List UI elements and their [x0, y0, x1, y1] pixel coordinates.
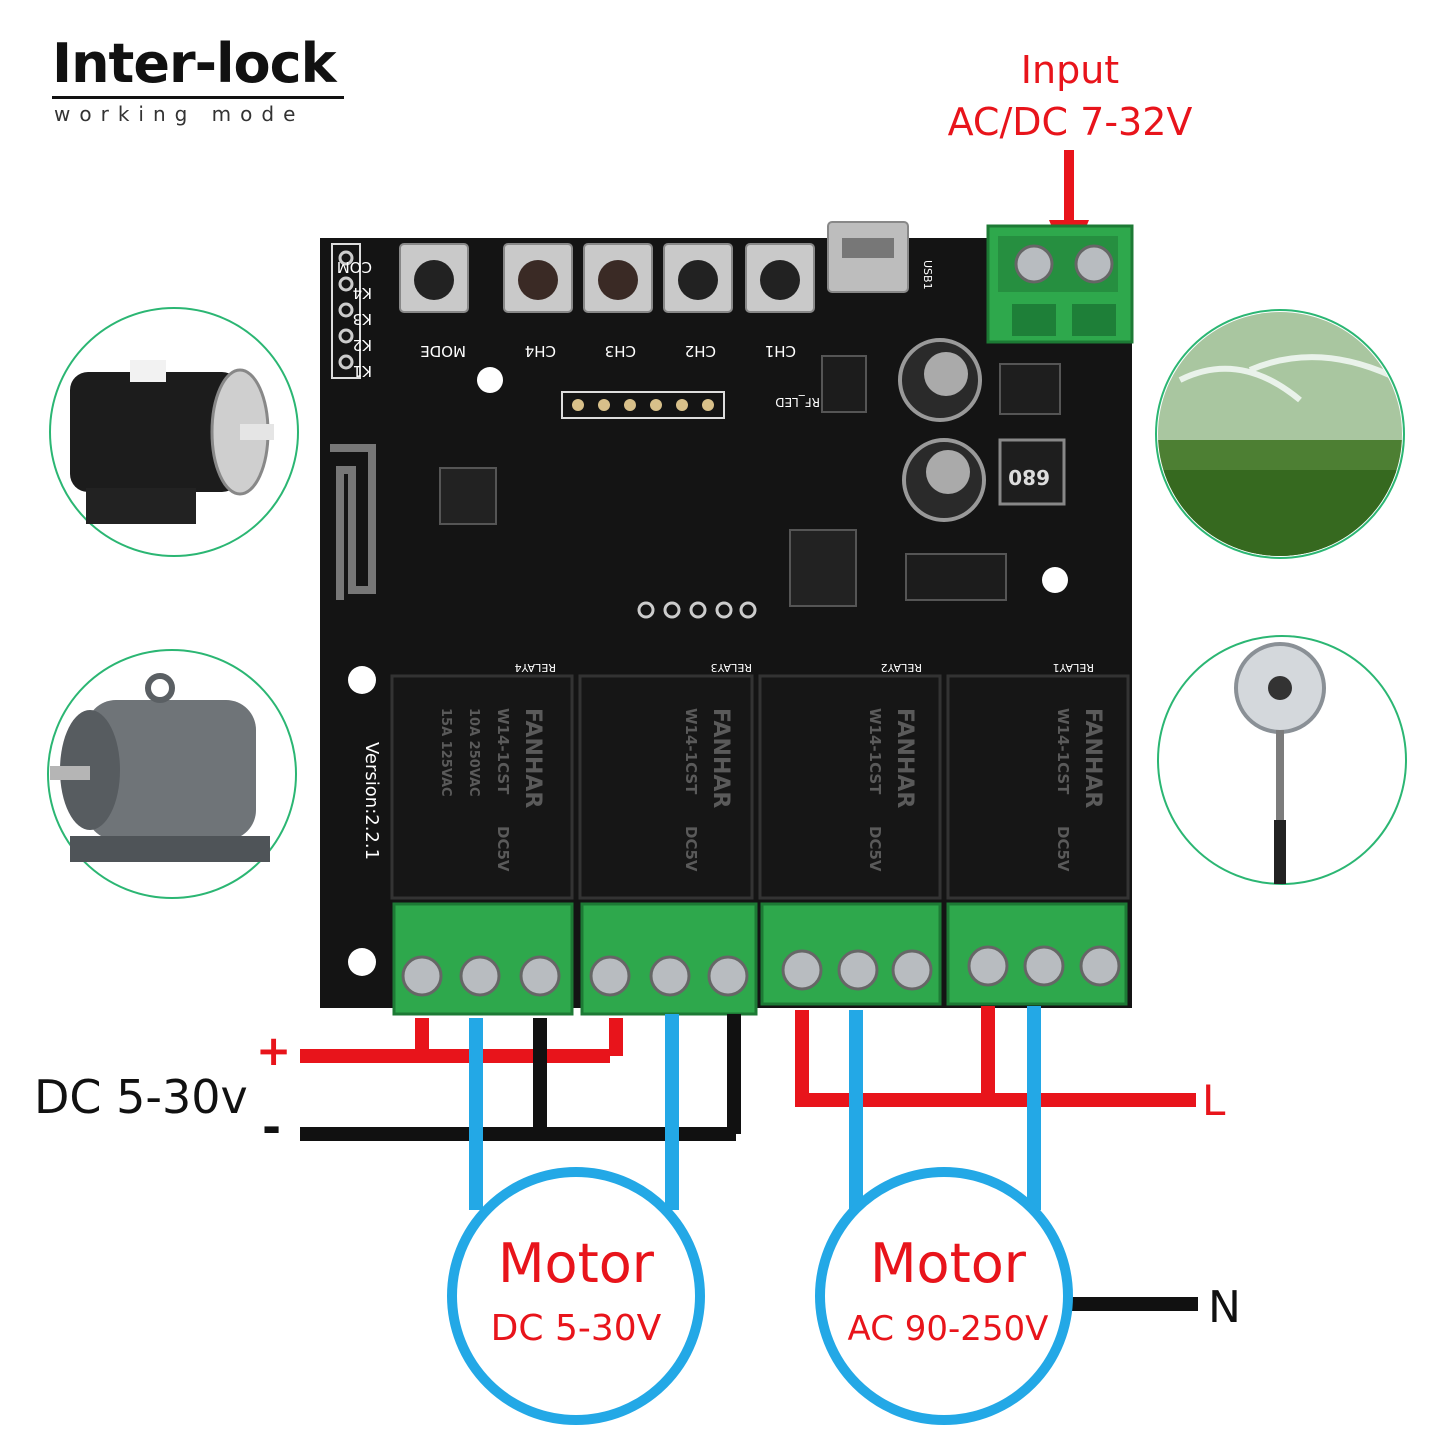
dc-minus-label: -: [262, 1100, 282, 1154]
ac-motor-circle: [815, 1167, 1073, 1425]
pin-label-k2: K2: [353, 336, 372, 354]
relay3-brand: FANHAR: [708, 708, 733, 808]
dc-wiring: [300, 1014, 741, 1210]
relay4-rating: 10A 250VAC: [466, 708, 481, 797]
inductor-label: 680: [1008, 465, 1050, 489]
page-title: Inter-lock: [52, 32, 337, 95]
relay4-model: W14-1CST: [494, 708, 512, 795]
relay2-model: W14-1CST: [866, 708, 884, 795]
relay4-coil: DC5V: [494, 826, 512, 872]
dc-plus-label: +: [256, 1026, 292, 1075]
input-label: Input: [1020, 48, 1120, 92]
board-silkscreen: COM K4 K3 K2 K1 MODE CH4 CH3 CH2 CH1 RF_…: [337, 258, 1094, 860]
button-label-mode: MODE: [420, 342, 466, 360]
relay1-model: W14-1CST: [1054, 708, 1072, 795]
relay3-model: W14-1CST: [682, 708, 700, 795]
pin-label-com: COM: [337, 258, 372, 276]
pin-label-k4: K4: [353, 284, 372, 302]
relay4-rating-2: 15A 125VAC: [438, 708, 453, 797]
dc-motor-photo: [49, 307, 299, 557]
button-label-ch4: CH4: [525, 342, 556, 360]
ac-wiring: [795, 1006, 1198, 1311]
rf-led-label: RF_LED: [775, 395, 820, 409]
relay4-label: RELAY4: [515, 661, 556, 674]
pin-label-k1: K1: [353, 362, 372, 380]
ac-motor-rating: AC 90-250V: [848, 1309, 1049, 1349]
ac-motor-photo: [47, 649, 297, 899]
relay2-coil: DC5V: [866, 826, 884, 872]
output-terminal-blocks: [392, 902, 1128, 1016]
relays: [390, 674, 1130, 900]
dc-motor-title: Motor: [498, 1232, 655, 1295]
neutral-label: N: [1208, 1282, 1241, 1333]
board-buttons: [399, 243, 815, 313]
relay1-label: RELAY1: [1053, 661, 1094, 674]
relay2-label: RELAY2: [881, 661, 922, 674]
relay1-brand: FANHAR: [1080, 708, 1105, 808]
fan-photo: [1157, 635, 1407, 885]
button-label-ch2: CH2: [685, 342, 716, 360]
live-label: L: [1202, 1076, 1226, 1125]
button-label-ch1: CH1: [765, 342, 796, 360]
page-subtitle: working mode: [54, 102, 305, 126]
relay3-label: RELAY3: [711, 661, 752, 674]
pin-label-k3: K3: [353, 310, 372, 328]
usb-label: USB1: [921, 260, 934, 290]
dc-motor-rating: DC 5-30V: [491, 1308, 662, 1349]
relay3-coil: DC5V: [682, 826, 700, 872]
button-label-ch3: CH3: [605, 342, 636, 360]
board-version: Version:2.2.1: [361, 742, 382, 860]
dc-supply-label: DC 5-30v: [34, 1070, 248, 1124]
input-terminal-block: [986, 224, 1134, 344]
input-voltage: AC/DC 7-32V: [947, 100, 1193, 144]
ac-motor-title: Motor: [870, 1232, 1027, 1295]
relay2-brand: FANHAR: [892, 708, 917, 808]
title-divider: [52, 96, 344, 99]
relay-markings: FANHAR W14-1CST DC5V FANHAR W14-1CST DC5…: [438, 708, 1105, 872]
relay1-coil: DC5V: [1054, 826, 1072, 872]
dc-motor-circle: [447, 1167, 705, 1425]
sprinkler-photo: [1155, 309, 1405, 559]
relay4-brand: FANHAR: [520, 708, 545, 808]
